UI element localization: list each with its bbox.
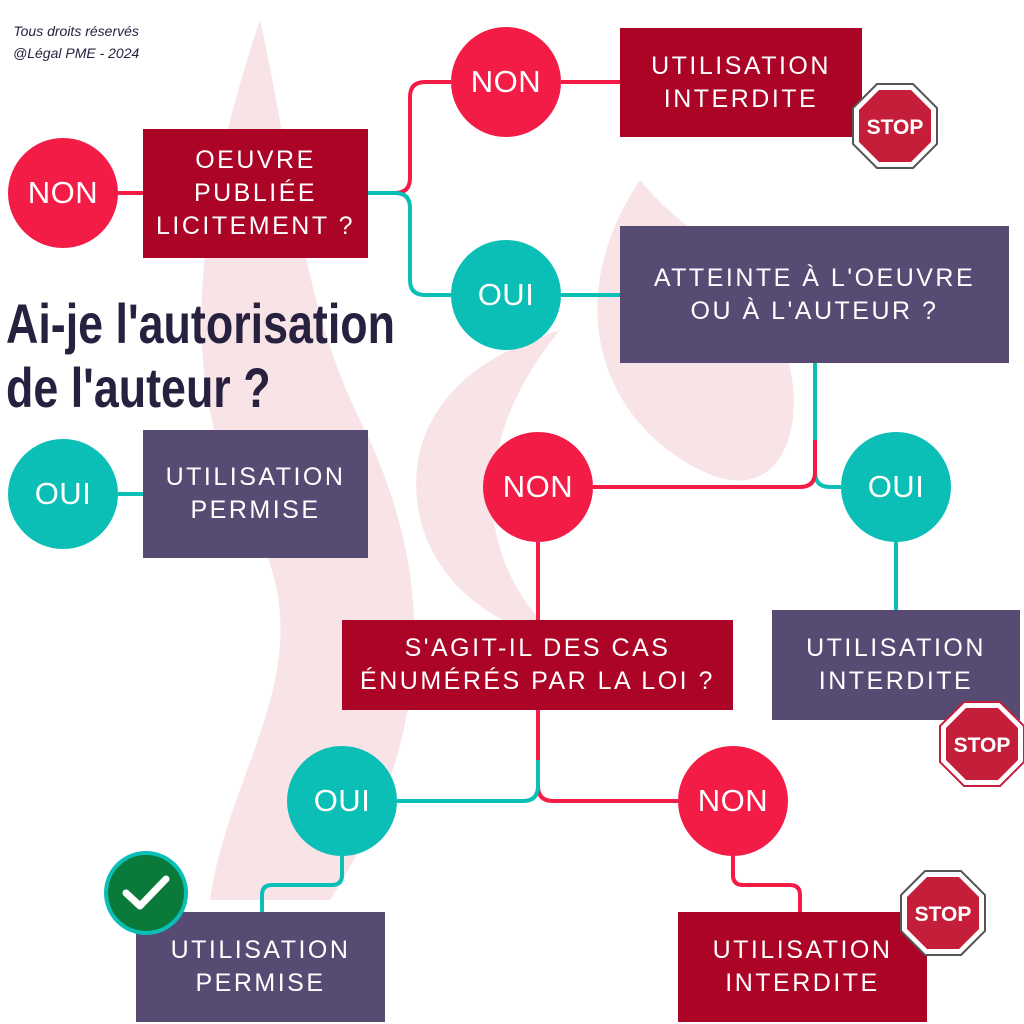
stop-sign-icon: STOP [900,870,986,956]
answer-non-start: NON [8,138,118,248]
question-published: OEUVRE PUBLIÉE LICITEMENT ? [143,129,368,258]
stop-sign-icon: STOP [939,701,1024,787]
result-forbidden-1: UTILISATION INTERDITE [620,28,862,137]
copyright-line: @Légal PME - 2024 [13,45,140,61]
answer-oui-start: OUI [8,439,118,549]
answer-non-law: NON [678,746,788,856]
answer-oui-harm: OUI [841,432,951,542]
answer-non-harm: NON [483,432,593,542]
check-icon [104,851,188,935]
answer-oui-law: OUI [287,746,397,856]
stop-sign-icon: STOP [852,83,938,169]
result-allowed-1: UTILISATION PERMISE [143,430,368,558]
copyright-notice: Tous droits réservés @Légal PME - 2024 [13,20,139,64]
question-law: S'AGIT-IL DES CAS ÉNUMÉRÉS PAR LA LOI ? [342,620,733,710]
stop-label: STOP [954,734,1011,757]
title-line: Ai-je l'autorisation [6,292,396,355]
copyright-line: Tous droits réservés [13,23,139,39]
title-line: de l'auteur ? [6,356,271,419]
stop-label: STOP [867,116,924,139]
result-allowed-2: UTILISATION PERMISE [136,912,385,1022]
answer-non-published: NON [451,27,561,137]
question-harm: ATTEINTE À L'OEUVRE OU À L'AUTEUR ? [620,226,1009,363]
answer-oui-published: OUI [451,240,561,350]
stop-label: STOP [915,903,972,926]
page-title: Ai-je l'autorisation de l'auteur ? [6,292,395,420]
result-forbidden-3: UTILISATION INTERDITE [678,912,927,1022]
